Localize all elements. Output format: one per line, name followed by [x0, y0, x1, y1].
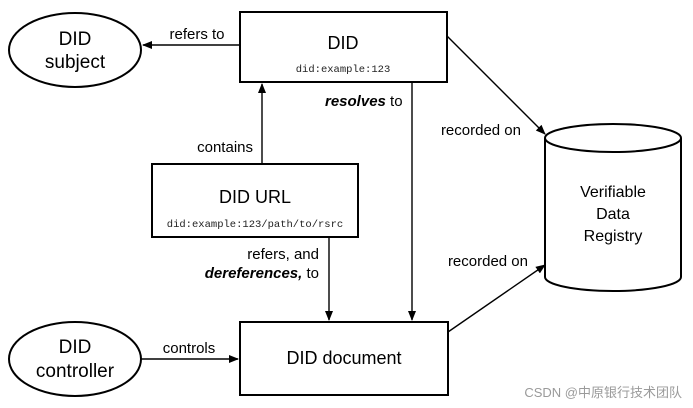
registry-label-line3: Registry	[584, 228, 643, 245]
edge-label-controls: controls	[163, 340, 216, 357]
edge-document-recorded-on-registry	[447, 264, 546, 333]
edge-label-resolves: resolves to	[325, 93, 403, 110]
did-subject-label-line2: subject	[45, 52, 106, 73]
did-controller-ellipse	[8, 321, 142, 397]
did-subject-node: DID subject	[8, 12, 142, 88]
did-subject-ellipse	[8, 12, 142, 88]
did-box	[239, 11, 448, 83]
did-document-node: DID document	[239, 321, 449, 396]
edge-label-contains: contains	[197, 139, 253, 156]
registry-label-line2: Data	[596, 206, 630, 223]
watermark-text: CSDN @中原银行技术团队	[524, 385, 682, 400]
edge-label-recorded-on-1: recorded on	[441, 122, 521, 139]
did-url-title: DID URL	[219, 187, 291, 207]
registry-cylinder-body	[544, 138, 682, 292]
edge-label-resolves-bold: resolves	[325, 93, 386, 110]
did-example: did:example:123	[296, 64, 391, 76]
did-controller-label-line2: controller	[36, 361, 115, 382]
edge-did-recorded-on-registry	[446, 35, 546, 135]
did-node: DID did:example:123	[239, 11, 448, 83]
edge-label-refers-and: refers, and	[247, 246, 319, 263]
edge-label-dereferences-rest: to	[302, 265, 319, 282]
registry-node: Verifiable Data Registry	[544, 123, 682, 292]
did-url-node: DID URL did:example:123/path/to/rsrc	[151, 163, 359, 238]
registry-cylinder-top	[544, 123, 682, 153]
edge-label-refers-to: refers to	[169, 26, 224, 43]
did-document-title: DID document	[286, 348, 401, 368]
did-url-example: did:example:123/path/to/rsrc	[167, 219, 343, 231]
did-title: DID	[328, 33, 359, 53]
edge-label-resolves-rest: to	[386, 93, 403, 110]
did-document-box	[239, 321, 449, 396]
did-controller-label-line1: DID	[59, 337, 92, 358]
did-controller-node: DID controller	[8, 321, 142, 397]
edge-label-dereferences-bold: dereferences,	[205, 265, 303, 282]
did-url-box	[151, 163, 359, 238]
edge-label-dereferences: dereferences, to	[205, 265, 319, 282]
registry-label-line1: Verifiable	[580, 184, 646, 201]
edge-label-recorded-on-2: recorded on	[448, 253, 528, 270]
did-subject-label-line1: DID	[59, 29, 92, 50]
